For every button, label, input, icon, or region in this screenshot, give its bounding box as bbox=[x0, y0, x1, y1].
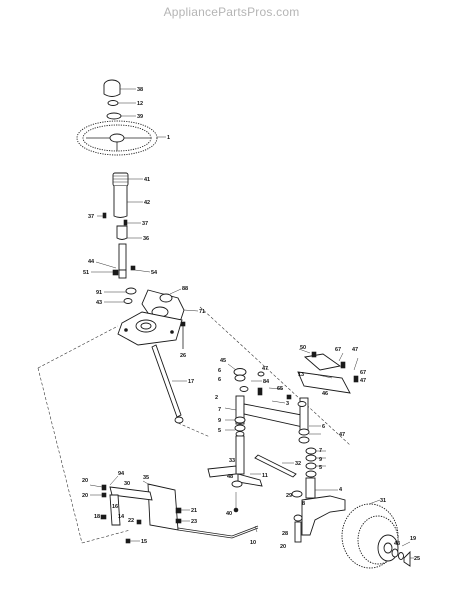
callout-10: 10 bbox=[250, 540, 256, 546]
callout-39: 39 bbox=[137, 114, 143, 120]
steering-wheel bbox=[76, 120, 166, 156]
right-spindle bbox=[291, 447, 346, 543]
callout-6-b: 6 bbox=[218, 377, 221, 383]
callout-33: 33 bbox=[229, 458, 235, 464]
bellows-boot bbox=[112, 172, 143, 187]
callout-1: 1 bbox=[167, 135, 170, 141]
callout-9-a: 9 bbox=[218, 418, 221, 424]
callout-43: 43 bbox=[96, 300, 102, 306]
callout-25: 25 bbox=[414, 556, 420, 562]
callout-48: 48 bbox=[227, 474, 233, 480]
callout-67-a: 67 bbox=[335, 347, 341, 353]
bushing-37 bbox=[97, 212, 141, 226]
callout-37-left: 37 bbox=[88, 214, 94, 220]
callout-5-a: 5 bbox=[218, 428, 221, 434]
callout-32: 32 bbox=[295, 461, 301, 467]
callout-29: 29 bbox=[286, 493, 292, 499]
callout-40: 40 bbox=[226, 511, 232, 517]
callout-38: 38 bbox=[137, 87, 143, 93]
callout-84: 84 bbox=[263, 379, 270, 385]
reference-dash-lines bbox=[37, 306, 351, 544]
steering-wheel-cap bbox=[103, 79, 136, 97]
callout-54: 54 bbox=[151, 270, 158, 276]
washer-12 bbox=[107, 100, 136, 106]
tie-rod-32 bbox=[254, 454, 297, 478]
callout-18: 18 bbox=[94, 514, 100, 520]
drag-link-17 bbox=[151, 344, 187, 424]
callout-23: 23 bbox=[191, 519, 197, 525]
callout-12: 12 bbox=[137, 101, 143, 107]
callout-22: 22 bbox=[128, 518, 134, 524]
callout-51: 51 bbox=[83, 270, 89, 276]
callout-11: 11 bbox=[262, 473, 268, 479]
callout-9-b: 9 bbox=[319, 457, 322, 463]
callout-5-b: 5 bbox=[319, 465, 322, 471]
callout-28: 28 bbox=[282, 531, 288, 537]
front-wheel bbox=[341, 499, 414, 569]
callout-44: 44 bbox=[88, 259, 95, 265]
callout-47-b: 47 bbox=[352, 347, 358, 353]
drag-link-rod bbox=[177, 525, 259, 539]
washer-39 bbox=[106, 112, 136, 120]
callout-47-a: 47 bbox=[262, 366, 268, 372]
callout-36: 36 bbox=[143, 236, 149, 242]
callout-94: 94 bbox=[118, 471, 125, 477]
callout-31: 31 bbox=[380, 498, 386, 504]
callout-67-b: 67 bbox=[360, 370, 366, 376]
front-axle-assembly bbox=[224, 363, 321, 444]
callout-19: 19 bbox=[410, 536, 416, 542]
callout-2: 2 bbox=[215, 395, 218, 401]
callout-21: 21 bbox=[191, 508, 197, 514]
callout-35: 35 bbox=[143, 475, 149, 481]
steering-shaft-lower bbox=[91, 225, 151, 279]
callout-20-a: 20 bbox=[82, 478, 88, 484]
callout-20-c: 20 bbox=[280, 544, 286, 550]
callout-43-wheel: 43 bbox=[394, 541, 400, 547]
callout-65: 65 bbox=[277, 386, 283, 392]
callout-16: 16 bbox=[112, 504, 118, 510]
steering-bracket-left bbox=[89, 475, 190, 544]
callout-45: 45 bbox=[220, 358, 226, 364]
callout-15: 15 bbox=[141, 539, 147, 545]
callout-labels: 38 12 39 1 41 42 37 37 36 44 51 54 91 43… bbox=[82, 87, 420, 562]
steering-shaft-upper bbox=[113, 186, 143, 218]
callout-30: 30 bbox=[124, 481, 130, 487]
callout-47-c: 47 bbox=[360, 378, 366, 384]
callout-6-a: 6 bbox=[218, 368, 221, 374]
callout-7-b: 7 bbox=[319, 448, 322, 454]
callout-46: 46 bbox=[322, 391, 328, 397]
callout-20-b: 20 bbox=[82, 493, 88, 499]
callout-8: 8 bbox=[302, 501, 305, 507]
watermark-text: AppliancePartsPros.com bbox=[163, 5, 300, 19]
callout-91: 91 bbox=[96, 290, 102, 296]
callout-26: 26 bbox=[180, 353, 186, 359]
callout-4: 4 bbox=[339, 487, 343, 493]
callout-14: 14 bbox=[118, 514, 125, 520]
callout-7-a: 7 bbox=[218, 407, 221, 413]
gear-plate-assembly bbox=[104, 287, 199, 349]
callout-13: 13 bbox=[298, 372, 304, 378]
callout-37-right: 37 bbox=[142, 221, 148, 227]
callout-71: 71 bbox=[199, 309, 205, 315]
callout-47-d: 47 bbox=[339, 432, 345, 438]
callout-3: 3 bbox=[286, 401, 289, 407]
left-spindle bbox=[207, 435, 263, 513]
axle-support-bracket bbox=[286, 348, 359, 407]
callout-6-c: 6 bbox=[322, 424, 325, 430]
callout-88: 88 bbox=[182, 286, 188, 292]
callout-50: 50 bbox=[300, 345, 306, 351]
callout-42: 42 bbox=[144, 200, 150, 206]
callout-17: 17 bbox=[188, 379, 194, 385]
callout-41: 41 bbox=[144, 177, 150, 183]
